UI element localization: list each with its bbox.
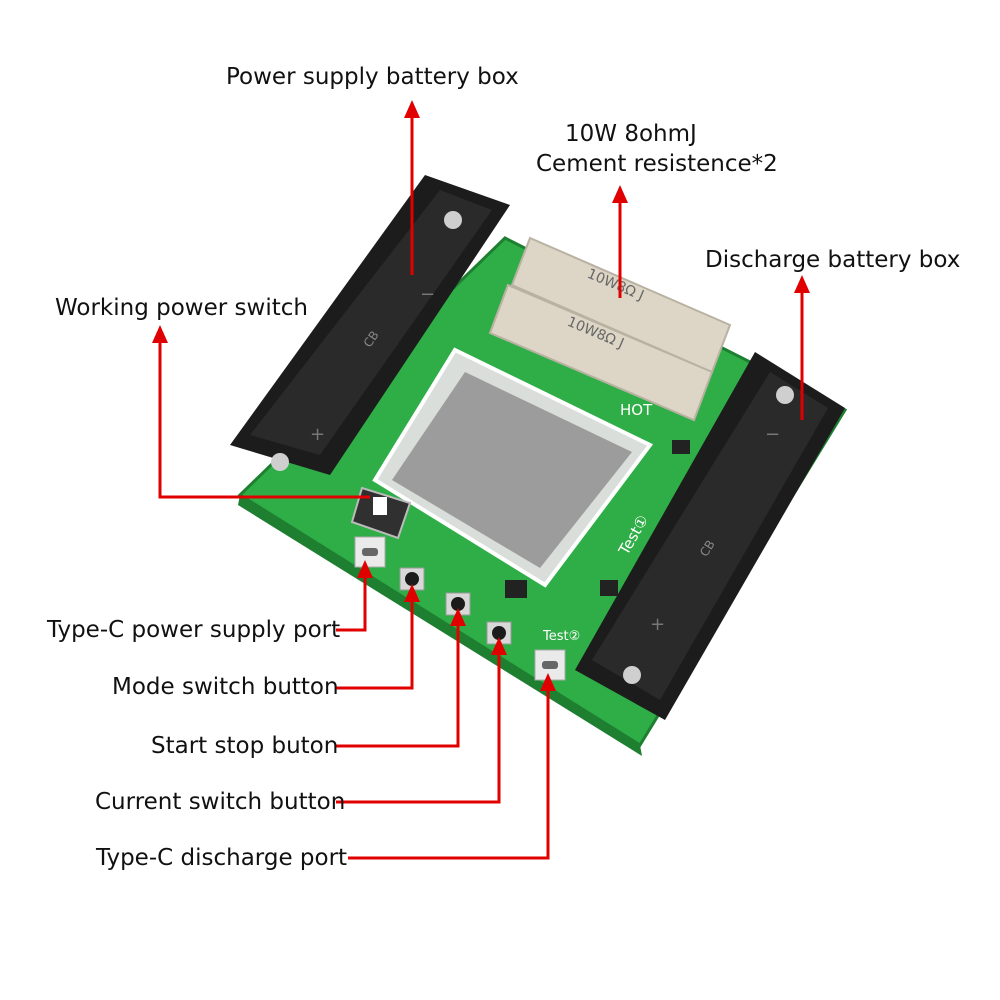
label-typec-power-port: Type-C power supply port bbox=[47, 617, 341, 643]
label-working-power-switch: Working power switch bbox=[55, 295, 308, 321]
usb-c-port bbox=[354, 536, 386, 568]
label-discharge-battery-box: Discharge battery box bbox=[705, 247, 961, 273]
plus-mark: + bbox=[310, 424, 325, 445]
arrow-up-icon bbox=[357, 560, 373, 578]
label-resistor-line1: 10W 8ohmJ bbox=[565, 121, 697, 147]
push-button bbox=[445, 592, 471, 616]
arrow-up-icon bbox=[404, 584, 420, 602]
slide-switch bbox=[350, 486, 412, 540]
arrow-up-icon bbox=[794, 275, 810, 293]
ic-chip bbox=[600, 580, 618, 596]
ic-chip bbox=[672, 440, 690, 454]
label-start-stop-button: Start stop buton bbox=[151, 733, 339, 759]
label-typec-discharge-port: Type-C discharge port bbox=[96, 845, 348, 871]
test2-silkscreen: Test② bbox=[542, 629, 580, 644]
label-current-switch-button: Current switch button bbox=[95, 789, 346, 815]
arrow-up-icon bbox=[540, 673, 556, 691]
arrow-up-icon bbox=[491, 637, 507, 655]
hot-silkscreen: HOT bbox=[620, 401, 653, 419]
arrow-up-icon bbox=[152, 325, 168, 343]
label-resistor-line2: Cement resistence*2 bbox=[536, 151, 778, 177]
arrow-up-icon bbox=[404, 100, 420, 118]
usb-c-port bbox=[534, 649, 566, 681]
battery-holder: CB − + bbox=[230, 175, 510, 475]
minus-mark: − bbox=[420, 284, 435, 305]
arrow-up-icon bbox=[450, 608, 466, 626]
ic-chip bbox=[505, 580, 527, 598]
label-power-supply-battery-box: Power supply battery box bbox=[226, 64, 519, 90]
lcd-screen bbox=[372, 347, 654, 588]
arrow-up-icon bbox=[612, 185, 628, 203]
plus-mark: + bbox=[650, 614, 665, 635]
label-mode-switch-button: Mode switch button bbox=[112, 674, 339, 700]
minus-mark: − bbox=[765, 424, 780, 445]
battery-holder: CB − + bbox=[575, 352, 845, 720]
